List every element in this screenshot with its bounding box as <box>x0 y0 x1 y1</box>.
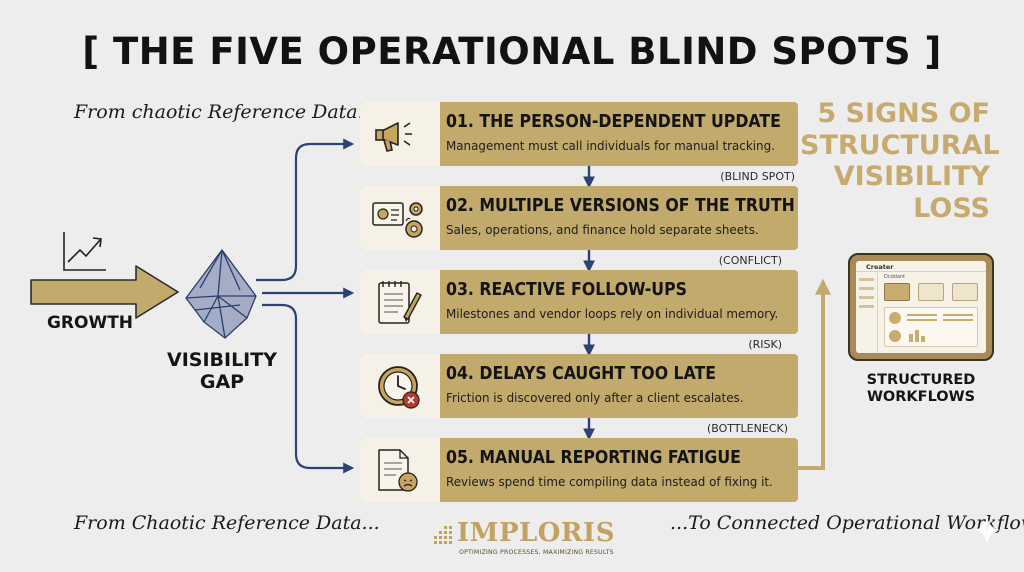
blind-spot-row-2: 02. MULTIPLE VERSIONS OF THE TRUTH Sales… <box>360 186 798 250</box>
tablet-app-title: Creater <box>856 261 986 272</box>
growth-chart-icon <box>63 232 106 271</box>
megaphone-icon <box>375 122 412 152</box>
row-4-description: Friction is discovered only after a clie… <box>446 391 744 406</box>
blind-spot-row-5: 05. MANUAL REPORTING FATIGUE Reviews spe… <box>360 438 798 502</box>
page-title: [ THE FIVE OPERATIONAL BLIND SPOTS ] <box>82 30 942 73</box>
report-icon <box>378 449 418 492</box>
row-3-description: Milestones and vendor loops rely on indi… <box>446 307 779 322</box>
row-2-title: 02. MULTIPLE VERSIONS OF THE TRUTH <box>446 196 795 216</box>
bottom-left-caption: From Chaotic Reference Data... <box>74 512 380 534</box>
top-left-caption: From chaotic Reference Data... <box>74 101 376 123</box>
growth-arrow <box>30 265 179 319</box>
sparkle-icon <box>974 516 1000 544</box>
blind-spot-row-1: 01. THE PERSON-DEPENDENT UPDATE Manageme… <box>360 102 798 166</box>
blind-spot-row-4: 04. DELAYS CAUGHT TOO LATE Friction is d… <box>360 354 798 418</box>
notepad-icon <box>378 281 422 324</box>
row-3-title: 03. REACTIVE FOLLOW-UPS <box>446 280 687 300</box>
row-1-title: 01. THE PERSON-DEPENDENT UPDATE <box>446 112 781 132</box>
tablet-screen: Creater Dcddant <box>856 261 986 353</box>
row-1-description: Management must call individuals for man… <box>446 139 775 154</box>
row-5-title: 05. MANUAL REPORTING FATIGUE <box>446 448 741 468</box>
logo-dots-icon <box>434 526 452 544</box>
bottom-right-caption: ...To Connected Operational Workflow <box>670 512 1024 534</box>
signs-heading: 5 SIGNS OF STRUCTURAL VISIBILITY LOSS <box>800 98 1000 224</box>
row-4-tag: (BOTTLENECK) <box>707 422 788 435</box>
logo-tagline: OPTIMIZING PROCESSES, MAXIMIZING RESULTS <box>459 549 614 556</box>
row-3-tag: (RISK) <box>748 338 782 351</box>
clock-icon <box>378 366 420 409</box>
tablet-dashboard-title: Dcddant <box>884 274 906 280</box>
logo: IMPLORIS OPTIMIZING PROCESSES, MAXIMIZIN… <box>433 516 615 556</box>
visibility-gap-crystal-icon <box>185 249 257 339</box>
blind-spot-row-3: 03. REACTIVE FOLLOW-UPS Milestones and v… <box>360 270 798 334</box>
gears-icon <box>372 202 423 238</box>
row-5-description: Reviews spend time compiling data instea… <box>446 475 773 490</box>
row-4-title: 04. DELAYS CAUGHT TOO LATE <box>446 364 717 384</box>
visibility-gap-label: VISIBILITY GAP <box>167 349 277 393</box>
tablet-sidebar <box>856 272 878 353</box>
row-1-tag: (BLIND SPOT) <box>720 170 795 183</box>
structured-workflows-label: STRUCTURED WORKFLOWS <box>866 372 976 405</box>
row-2-description: Sales, operations, and finance hold sepa… <box>446 223 759 238</box>
growth-label: GROWTH <box>46 313 134 333</box>
logo-name: IMPLORIS <box>457 518 615 548</box>
tablet-mockup: Creater Dcddant <box>848 253 994 361</box>
row-2-tag: (CONFLICT) <box>718 254 782 267</box>
